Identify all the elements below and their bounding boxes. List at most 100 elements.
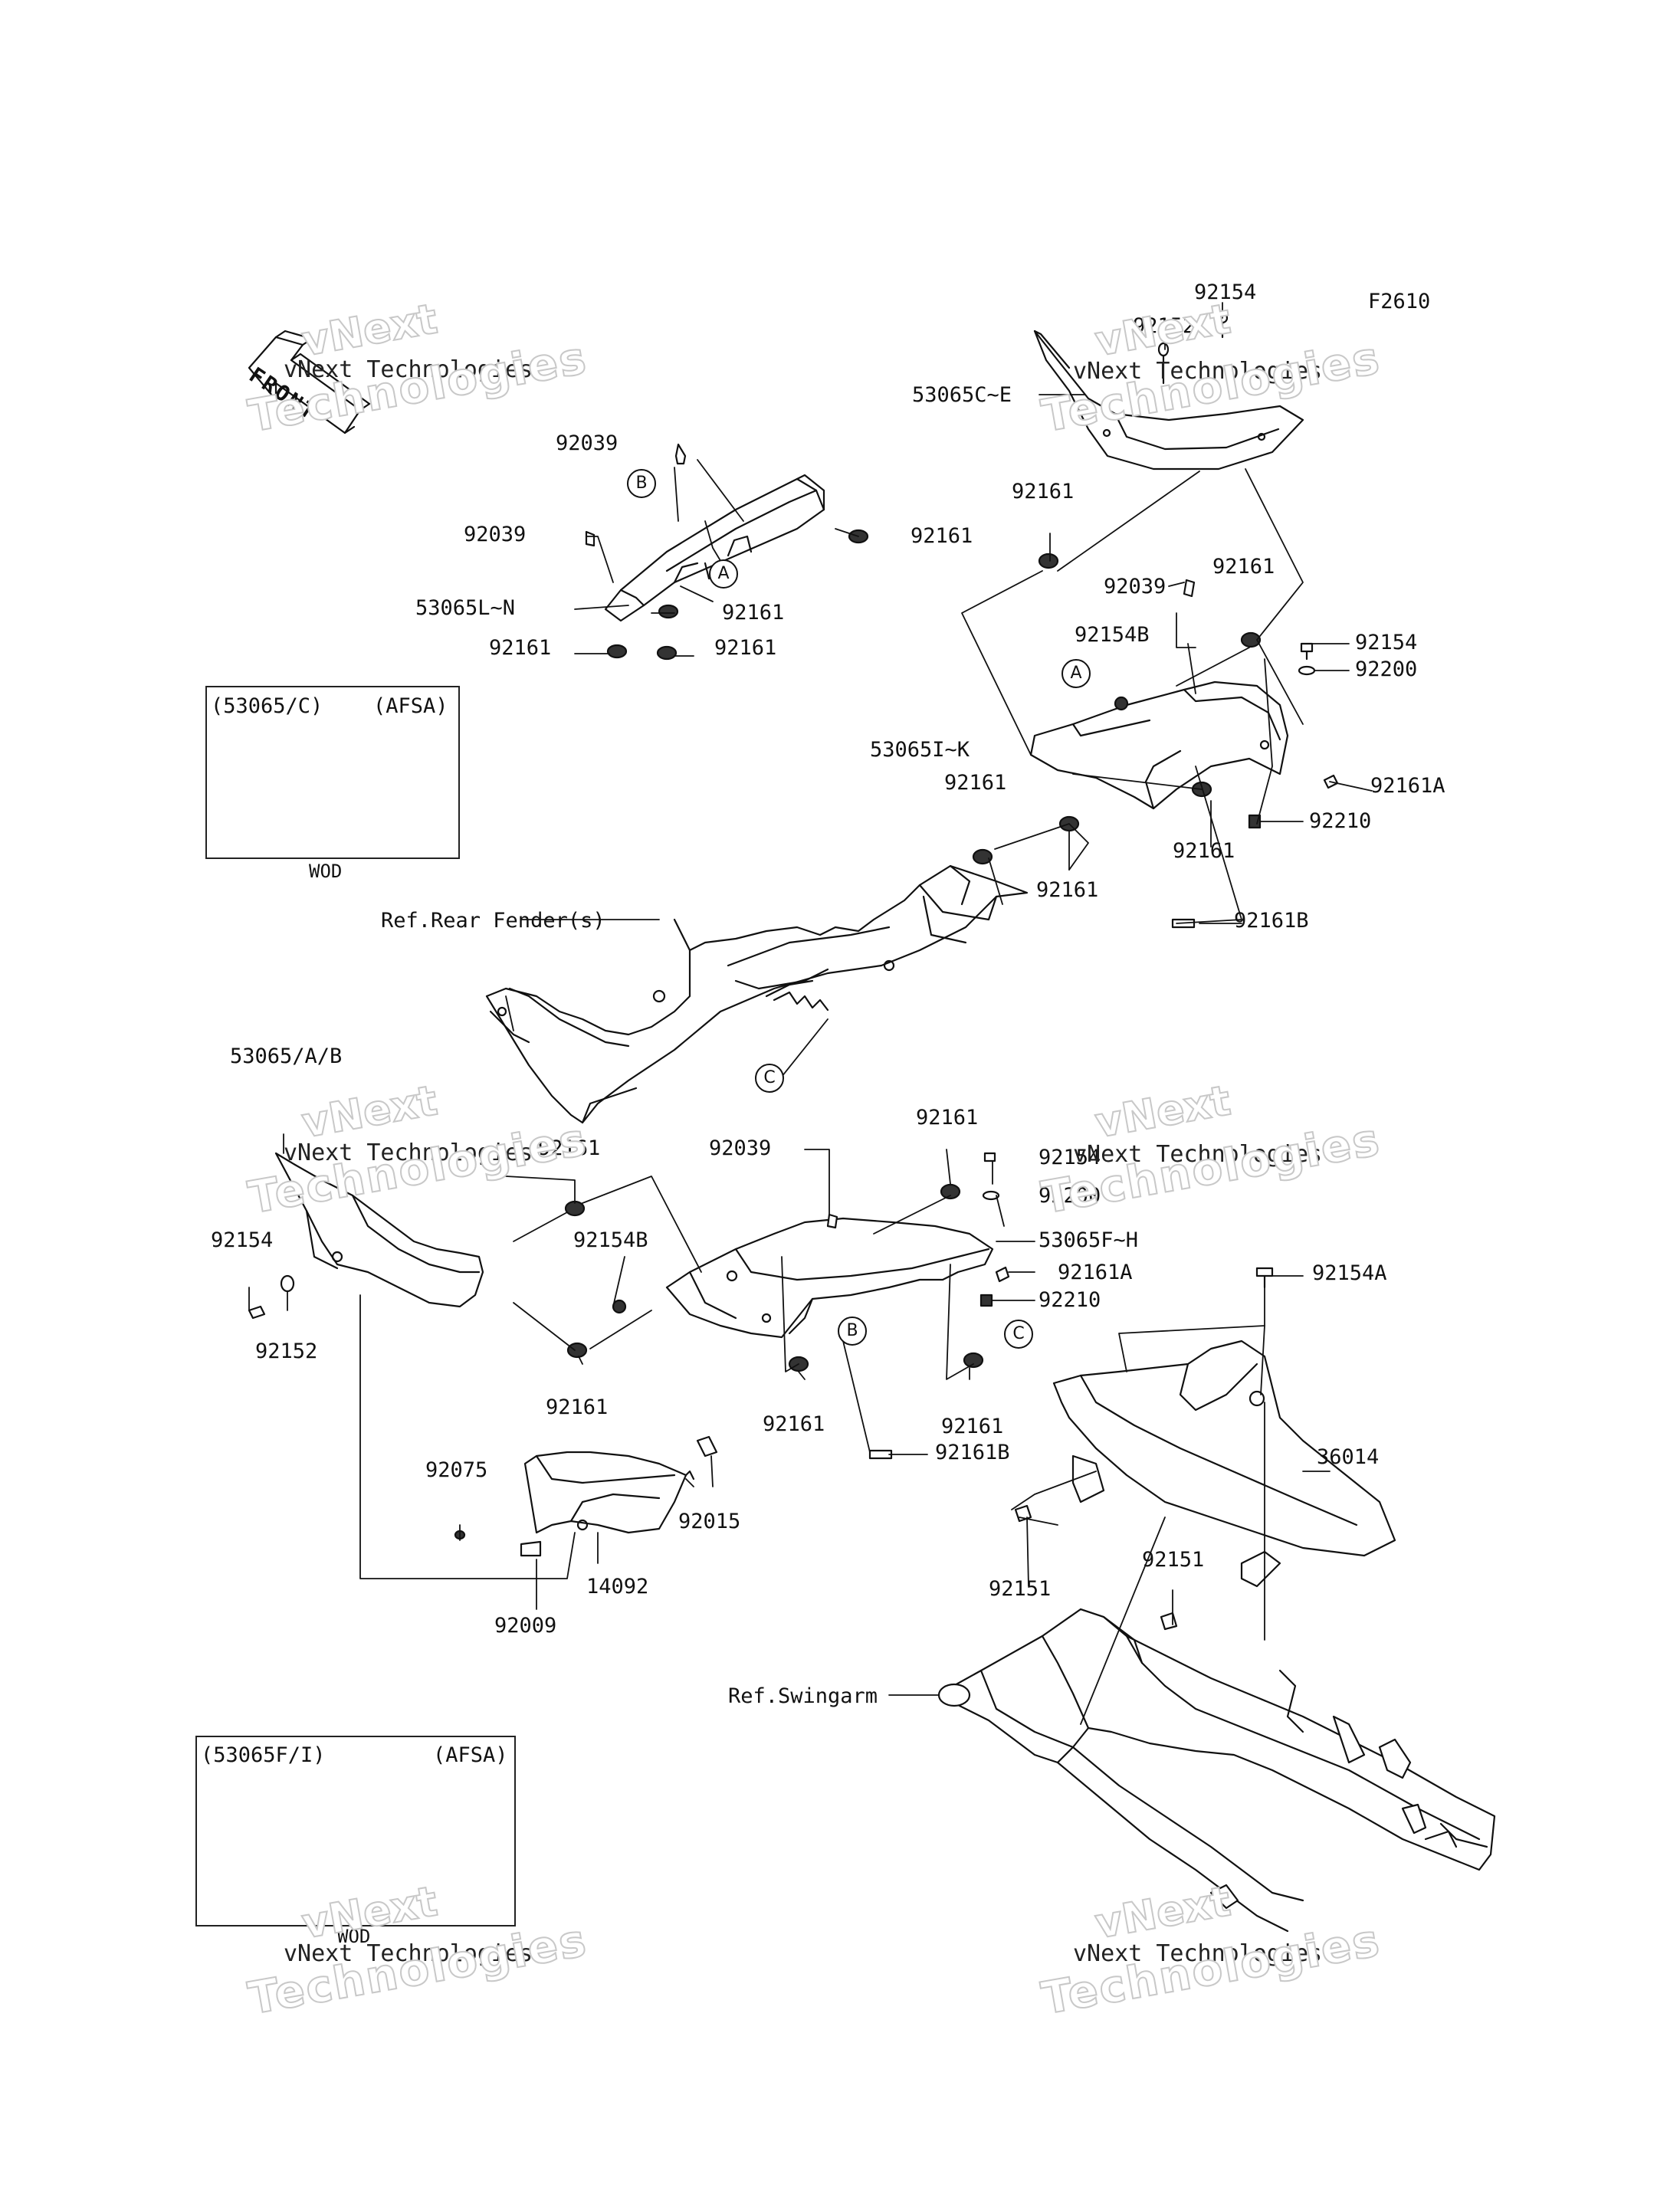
collar-92152-top — [1157, 342, 1170, 385]
part-label: 92161 — [1212, 555, 1275, 579]
part-label: 92039 — [556, 431, 619, 455]
inset-53065c — [205, 686, 460, 859]
grommet-92015 — [696, 1435, 718, 1458]
watermark-line: vNext Technologies — [1073, 358, 1323, 385]
part-label: 92161A — [1058, 1261, 1133, 1284]
watermark-line: vNext Technologies — [1073, 1141, 1323, 1168]
bolt-92039-c — [1183, 579, 1196, 598]
watermark-line: vNext Technologies — [284, 1139, 533, 1166]
part-label: 92161 — [916, 1106, 979, 1130]
grommet-n — [963, 1352, 984, 1369]
part-label: 92161 — [763, 1412, 825, 1436]
leader-lines — [248, 302, 1373, 1725]
part-label: 92009 — [494, 1614, 557, 1638]
part-label: 92015 — [678, 1510, 741, 1533]
part-label: 92154 — [1194, 280, 1257, 304]
nut-92210-b — [979, 1294, 993, 1307]
part-label: 92161 — [489, 636, 552, 660]
part-label: 53065I~K — [870, 738, 970, 762]
diagram-code: F2610 — [1368, 290, 1431, 313]
inset-53065f-part: (53065F/I) — [201, 1743, 326, 1767]
marker-c-fender: C — [755, 1064, 784, 1093]
cover-53065c-e — [1033, 330, 1304, 471]
part-label: 92039 — [1104, 575, 1166, 598]
part-label: 92039 — [709, 1136, 772, 1160]
part-label: 92161B — [1234, 909, 1309, 933]
grommet-e — [1038, 553, 1059, 569]
screw-92154-c — [983, 1152, 996, 1162]
washer-92200-b — [982, 1190, 1000, 1201]
part-label: 92152 — [255, 1340, 318, 1363]
part-label: 92154 — [211, 1228, 274, 1252]
part-label: 53065/A/B — [230, 1044, 343, 1068]
inset-53065c-part: (53065/C) — [211, 694, 323, 718]
part-label: 92154B — [573, 1228, 648, 1252]
screw-92154-a — [1300, 642, 1314, 661]
part-label: 92161 — [944, 771, 1007, 795]
rear-fender-ref — [485, 864, 1029, 1124]
part-label: 92210 — [1309, 809, 1372, 833]
grommet-c — [606, 644, 628, 659]
part-label: 92154A — [1312, 1261, 1387, 1285]
grommet-f — [1240, 631, 1262, 648]
collar-92152-b — [280, 1274, 295, 1293]
part-label: 92161B — [935, 1441, 1010, 1464]
part-label: 92151 — [989, 1577, 1052, 1601]
part-label: 92200 — [1355, 657, 1418, 681]
grommet-k — [940, 1183, 961, 1200]
part-label: 92161 — [911, 524, 973, 548]
part-label: 92161 — [546, 1395, 609, 1419]
part-label: 92151 — [1142, 1548, 1205, 1572]
side-cover-53065f-h — [665, 1217, 994, 1339]
grommet-b — [658, 604, 679, 619]
bolt-92151-b — [1160, 1612, 1178, 1631]
screw-92009 — [520, 1540, 542, 1557]
part-label: 92154 — [1039, 1146, 1101, 1169]
part-label: 92161A — [1370, 774, 1445, 798]
marker-a-mid: A — [1061, 659, 1091, 688]
cover-53065i-k — [1029, 680, 1289, 810]
clip-92161a-b — [995, 1266, 1010, 1283]
part-label: 92161 — [722, 601, 785, 625]
part-label: 92152 — [1133, 314, 1196, 338]
chain-guard-36014 — [1052, 1340, 1396, 1588]
part-label: 92161 — [941, 1415, 1004, 1438]
part-label: 92200 — [1039, 1184, 1101, 1208]
front-arrow-icon — [248, 330, 371, 434]
bolt-92039-a — [674, 443, 687, 465]
part-label: 92161 — [1173, 839, 1235, 863]
part-label: 36014 — [1317, 1445, 1380, 1469]
part-label: 92039 — [464, 523, 527, 546]
inset-53065c-tag: (AFSA) — [373, 694, 448, 718]
marker-c-side: C — [1004, 1320, 1033, 1349]
inset-53065f — [195, 1736, 516, 1926]
grommet-d — [656, 645, 678, 661]
part-label: 92161 — [1036, 878, 1099, 902]
washer-92200-a — [1298, 665, 1316, 676]
screw-92154b-a — [1114, 696, 1129, 711]
inset-53065c-color: WOD — [309, 861, 343, 882]
part-label: 92154 — [1355, 631, 1418, 654]
marker-a-top: A — [709, 559, 738, 589]
inset-53065f-tag: (AFSA) — [433, 1743, 508, 1767]
bracket-14092 — [523, 1451, 695, 1534]
part-label: 14092 — [586, 1575, 649, 1599]
part-label: 92161 — [1012, 480, 1075, 503]
side-cover-53065-a-b — [274, 1152, 484, 1308]
part-label: 92154B — [1075, 623, 1150, 647]
watermark-line: vNext Technologies — [1073, 1940, 1323, 1967]
bolt-92154a — [1255, 1267, 1274, 1289]
part-label: 53065F~H — [1039, 1228, 1139, 1252]
watermark-line: vNext Technologies — [284, 356, 533, 383]
bolt-92039-b — [585, 530, 596, 547]
part-label: 92075 — [425, 1458, 488, 1482]
nut-92210-a — [1248, 814, 1262, 829]
grommet-l — [566, 1342, 588, 1359]
swingarm-ref — [937, 1608, 1496, 1933]
ref-swingarm: Ref.Swingarm — [728, 1684, 878, 1708]
screw-92154b-b — [612, 1299, 627, 1314]
marker-b-side: B — [838, 1317, 867, 1346]
grommet-g — [972, 848, 993, 865]
pad-92161b-b — [868, 1449, 893, 1460]
